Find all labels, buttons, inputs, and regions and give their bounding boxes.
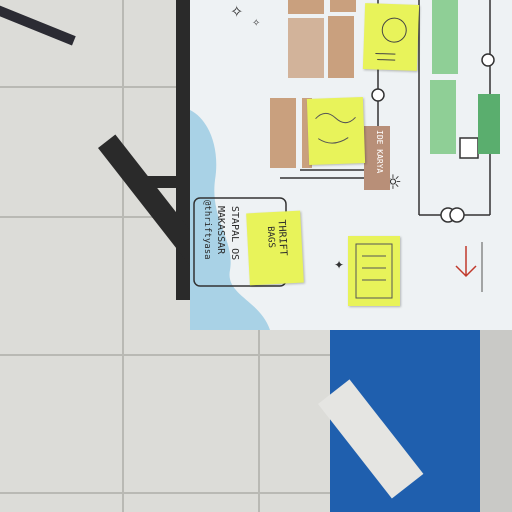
- tile-grout: [258, 330, 260, 512]
- sparkle-icon: ✧: [252, 18, 261, 29]
- tile-grout: [122, 0, 124, 512]
- idea-box: [328, 16, 354, 78]
- idea-box: [270, 98, 296, 168]
- table-brace: [136, 176, 182, 188]
- tile-grout: [0, 492, 340, 494]
- sticky-note: [306, 97, 366, 165]
- sticky-note: [348, 236, 400, 306]
- sticky-note: [362, 3, 420, 71]
- floor-edge: [480, 330, 512, 512]
- side-text-1: STAPAL OS: [229, 206, 240, 261]
- lightbulb-icon: [375, 17, 407, 61]
- tile-grout: [0, 216, 200, 218]
- bags-label: BAGS: [264, 225, 276, 249]
- side-text-3: @thriftyasa: [202, 200, 212, 260]
- idea-box: [288, 18, 324, 78]
- sparkle-icon: ✦: [334, 258, 345, 272]
- idea-box: [302, 98, 312, 168]
- green-box: [430, 80, 456, 154]
- green-box: [432, 0, 458, 74]
- green-box: [478, 94, 500, 154]
- arrow-icon: [455, 242, 483, 292]
- side-text-2: MAKASSAR: [215, 206, 226, 255]
- sketch-doodle: [355, 243, 393, 299]
- thrift-bags-note: THRIFT BAGS: [246, 210, 304, 286]
- sparkle-icon: ✧: [230, 2, 244, 21]
- thrift-label: THRIFT: [275, 219, 289, 257]
- ide-karya-label: IDE KARYA: [375, 130, 384, 174]
- idea-box: [288, 0, 324, 14]
- sketch-doodle: [315, 112, 356, 144]
- idea-box: [330, 0, 356, 12]
- board-blue-wave: [190, 110, 270, 330]
- tile-grout: [0, 354, 512, 356]
- tile-grout: [0, 86, 200, 88]
- ide-karya-box: IDE KARYA: [364, 126, 390, 190]
